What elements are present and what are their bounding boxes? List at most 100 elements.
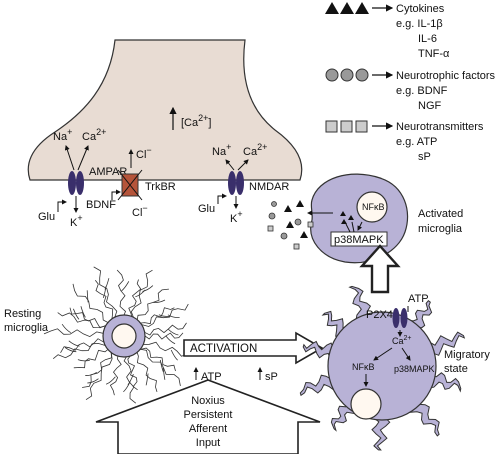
resting-process-branch — [86, 290, 89, 303]
trkbr-cl-out-label: Cl− — [132, 203, 148, 219]
ampar-na-label: Na+ — [53, 127, 72, 143]
resting-process-branch — [162, 367, 166, 380]
resting-process-branch — [104, 278, 110, 290]
legend-cytokines-example-2: IL-6 — [418, 33, 437, 45]
input-arrow: Noxius Persistent Afferent Input — [95, 379, 321, 454]
legend-neurotransmitters-label: Neurotransmitters — [396, 121, 484, 133]
nmdar-label: NMDAR — [249, 181, 289, 193]
migratory-process — [348, 285, 379, 327]
input-line-2: Persistent — [184, 409, 233, 421]
resting-process — [128, 279, 142, 319]
migratory-microglia: P2X4 ATP Ca2+ NFκB p38MAPK Migratory sta… — [299, 285, 490, 451]
legend-neurotrophic-example-1: e.g. BDNF — [396, 85, 448, 97]
resting-process — [116, 269, 126, 317]
activated-cell-body — [310, 173, 409, 264]
resting-process — [136, 351, 158, 393]
activated-microglia: NFκB p38MAPK Activated microglia — [307, 173, 463, 264]
resting-process — [52, 342, 106, 360]
ampar-k-label: K+ — [70, 213, 83, 229]
resting-microglia — [43, 266, 195, 404]
resting-process-branch — [85, 371, 98, 376]
migratory-p38-label: p38MAPK — [394, 364, 435, 374]
transition-arrow-icon — [359, 244, 401, 294]
resting-process-branch — [142, 285, 154, 292]
migratory-atp-label: ATP — [408, 293, 429, 305]
activated-label-1: Activated — [418, 208, 463, 220]
activation-sp-label: sP — [265, 371, 278, 383]
resting-process — [57, 312, 106, 329]
resting-process — [139, 348, 181, 386]
neurotrophic-circles-icon — [325, 68, 369, 82]
resting-process — [72, 283, 109, 324]
resting-process — [82, 351, 113, 388]
activated-nucleus — [356, 191, 388, 223]
resting-process-branch — [167, 314, 180, 318]
resting-process — [123, 354, 137, 404]
resting-process — [60, 338, 105, 354]
resting-process — [141, 303, 189, 327]
migratory-nucleus — [350, 388, 382, 420]
activation-label: ACTIVATION — [190, 343, 257, 355]
ampar-ca-label: Ca2+ — [82, 127, 106, 143]
trkbr-label: TrkBR — [145, 181, 176, 193]
resting-process-branch — [159, 359, 164, 372]
resting-process — [93, 266, 118, 319]
neuron-terminal: [Ca2+] — [27, 39, 303, 181]
input-line-3: Afferent — [189, 423, 227, 435]
intracellular-calcium-label: [Ca2+] — [181, 113, 211, 129]
resting-process — [109, 354, 122, 396]
resting-process — [136, 288, 169, 321]
resting-process — [69, 307, 107, 329]
resting-process-branch — [68, 340, 80, 347]
legend-neurotransmitters-example-2: sP — [418, 151, 431, 163]
resting-process-branch — [123, 381, 131, 393]
resting-process — [127, 353, 138, 391]
resting-process — [144, 322, 187, 336]
legend-neurotransmitters-example-1: e.g. ATP — [396, 136, 437, 148]
trkbr-bdnf-label: BDNF — [86, 199, 116, 211]
resting-label-2: microglia — [4, 322, 49, 334]
cytokine-triangles-icon — [325, 2, 369, 14]
nmdar-receptor: NMDAR Na+ Ca2+ K+ Glu — [198, 142, 289, 225]
activated-nfkb-label: NFκB — [362, 202, 385, 212]
resting-process-branch — [170, 349, 178, 361]
resting-process — [139, 307, 175, 325]
activation-arrow: ACTIVATION ATP sP — [183, 331, 324, 383]
migratory-ca-label: Ca2+ — [392, 335, 412, 346]
migratory-label-1: Migratory — [444, 349, 490, 361]
resting-process-branch — [64, 347, 77, 353]
activated-p38-label: p38MAPK — [334, 234, 384, 246]
released-factors — [267, 200, 314, 250]
nmdar-glu-label: Glu — [198, 203, 215, 215]
resting-process-branch — [121, 281, 130, 292]
trkbr-receptor: TrkBR Cl− Cl− BDNF — [86, 145, 176, 219]
migratory-label-2: state — [444, 363, 468, 375]
resting-process — [144, 332, 184, 340]
resting-process — [43, 328, 104, 338]
nmdar-ca-label: Ca2+ — [243, 142, 267, 158]
resting-process-branch — [165, 335, 176, 345]
resting-process — [139, 347, 176, 372]
neuron-body — [27, 39, 303, 181]
resting-nucleus — [111, 323, 137, 349]
ampar-glu-label: Glu — [38, 211, 55, 223]
legend: Cytokines e.g. IL-1β IL-6 TNF-α Neurotro… — [325, 2, 496, 163]
resting-process — [73, 348, 109, 369]
resting-process-branch — [127, 373, 134, 386]
input-line-4: Input — [196, 437, 220, 449]
resting-process-branch — [61, 323, 71, 333]
resting-process — [130, 269, 153, 320]
activated-p38-box — [330, 231, 388, 247]
legend-cytokines-example-3: TNF-α — [418, 48, 450, 60]
p2x4-label: P2X4 — [366, 309, 393, 321]
resting-process-branch — [105, 376, 116, 385]
trkbr-cl-in-label: Cl− — [136, 145, 152, 161]
legend-cytokines-example-1: e.g. IL-1β — [396, 18, 443, 30]
resting-process — [85, 351, 113, 401]
ampar-label: AMPAR — [89, 166, 127, 178]
resting-label-1: Resting — [4, 308, 41, 320]
legend-neurotrophic-label: Neurotrophic factors — [396, 70, 496, 82]
legend-cytokines-label: Cytokines — [396, 3, 445, 15]
activated-label-2: microglia — [418, 223, 463, 235]
